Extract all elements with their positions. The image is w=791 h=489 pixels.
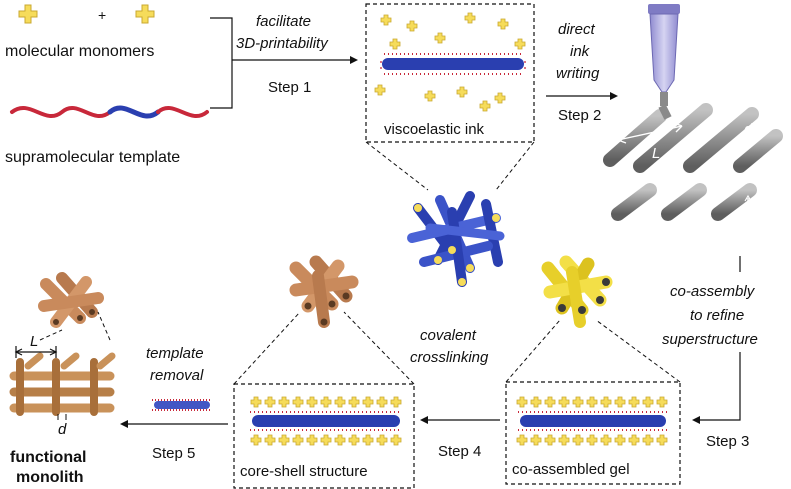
dim-h: h [755,199,763,216]
step3-arrowhead [692,416,700,424]
step2-desc-line3: writing [556,65,600,82]
core-shell-box [233,383,415,489]
gel-box-label: co-assembled gel [512,461,630,478]
monolith-dimensions: L d [14,333,67,438]
step4-arrowhead [420,416,428,424]
step3-desc-line3: superstructure [662,331,758,348]
step3-desc-line1: co-assembly [670,283,756,300]
step5-desc-line2: removal [150,367,204,384]
monomer-icons: + [18,4,155,24]
step1-arrowhead [350,56,358,64]
step3-desc-line2: to refine [690,307,744,324]
result-line1: functional [10,449,86,466]
wood-lattice [9,352,116,416]
dim-L: L [30,333,38,350]
step1-label: Step 1 [268,79,311,96]
core-shell-zoom-lines [233,311,415,385]
gel-zoom-lines [505,319,681,383]
step2-desc-line2: ink [570,43,591,60]
template-label: supramolecular template [5,149,180,166]
step2-desc-line1: direct [558,21,596,38]
copper-fiber-bundle [289,255,359,328]
step2-arrowhead [610,92,618,100]
dim-L0-sub: 0 [662,154,668,165]
dim-d0: d [744,121,753,138]
step5-desc-line1: template [146,345,204,362]
gel-fiber [516,396,668,446]
yellow-fiber-bundle [541,255,613,328]
step4-desc-line2: crosslinking [410,349,489,366]
step3-label: Step 3 [706,433,749,450]
printed-lattice [592,103,783,252]
step1-desc-line1: facilitate [256,13,311,30]
step4-label: Step 4 [438,443,481,460]
dim-L0: L [652,145,660,162]
input-bracket [210,17,233,109]
dim-d0-sub: 0 [753,131,759,142]
result-line2: monolith [16,469,84,486]
copper-monolith-bundle [38,272,104,328]
step4-desc-line1: covalent [420,327,477,344]
lattice-dimensions: L 0 d 0 h [617,121,763,218]
gel-box [505,381,681,485]
dim-d: d [58,421,67,438]
ink-zoom-lines [365,141,535,191]
plus-sign: + [98,7,106,23]
ink-template-fiber [380,53,526,75]
core-shell-label: core-shell structure [240,463,368,480]
monomers-label: molecular monomers [5,43,154,60]
step5-arrowhead [120,420,128,428]
step5-label: Step 5 [152,445,195,462]
step2-label: Step 2 [558,107,601,124]
ink-box [365,3,535,143]
ink-box-label: viscoelastic ink [384,121,485,138]
step3-arrow [696,352,741,421]
blue-fiber-bundle [407,191,505,287]
step1-desc-line2: 3D-printability [236,35,329,52]
monomer-icon-right [135,4,155,24]
core-shell-fiber [250,396,402,446]
template-strand-icon [10,105,209,119]
monomer-icon-left [18,4,38,24]
print-nozzle-icon [648,4,680,106]
template-removed-fiber [152,399,212,411]
monolith-zoom-lines [39,311,111,341]
